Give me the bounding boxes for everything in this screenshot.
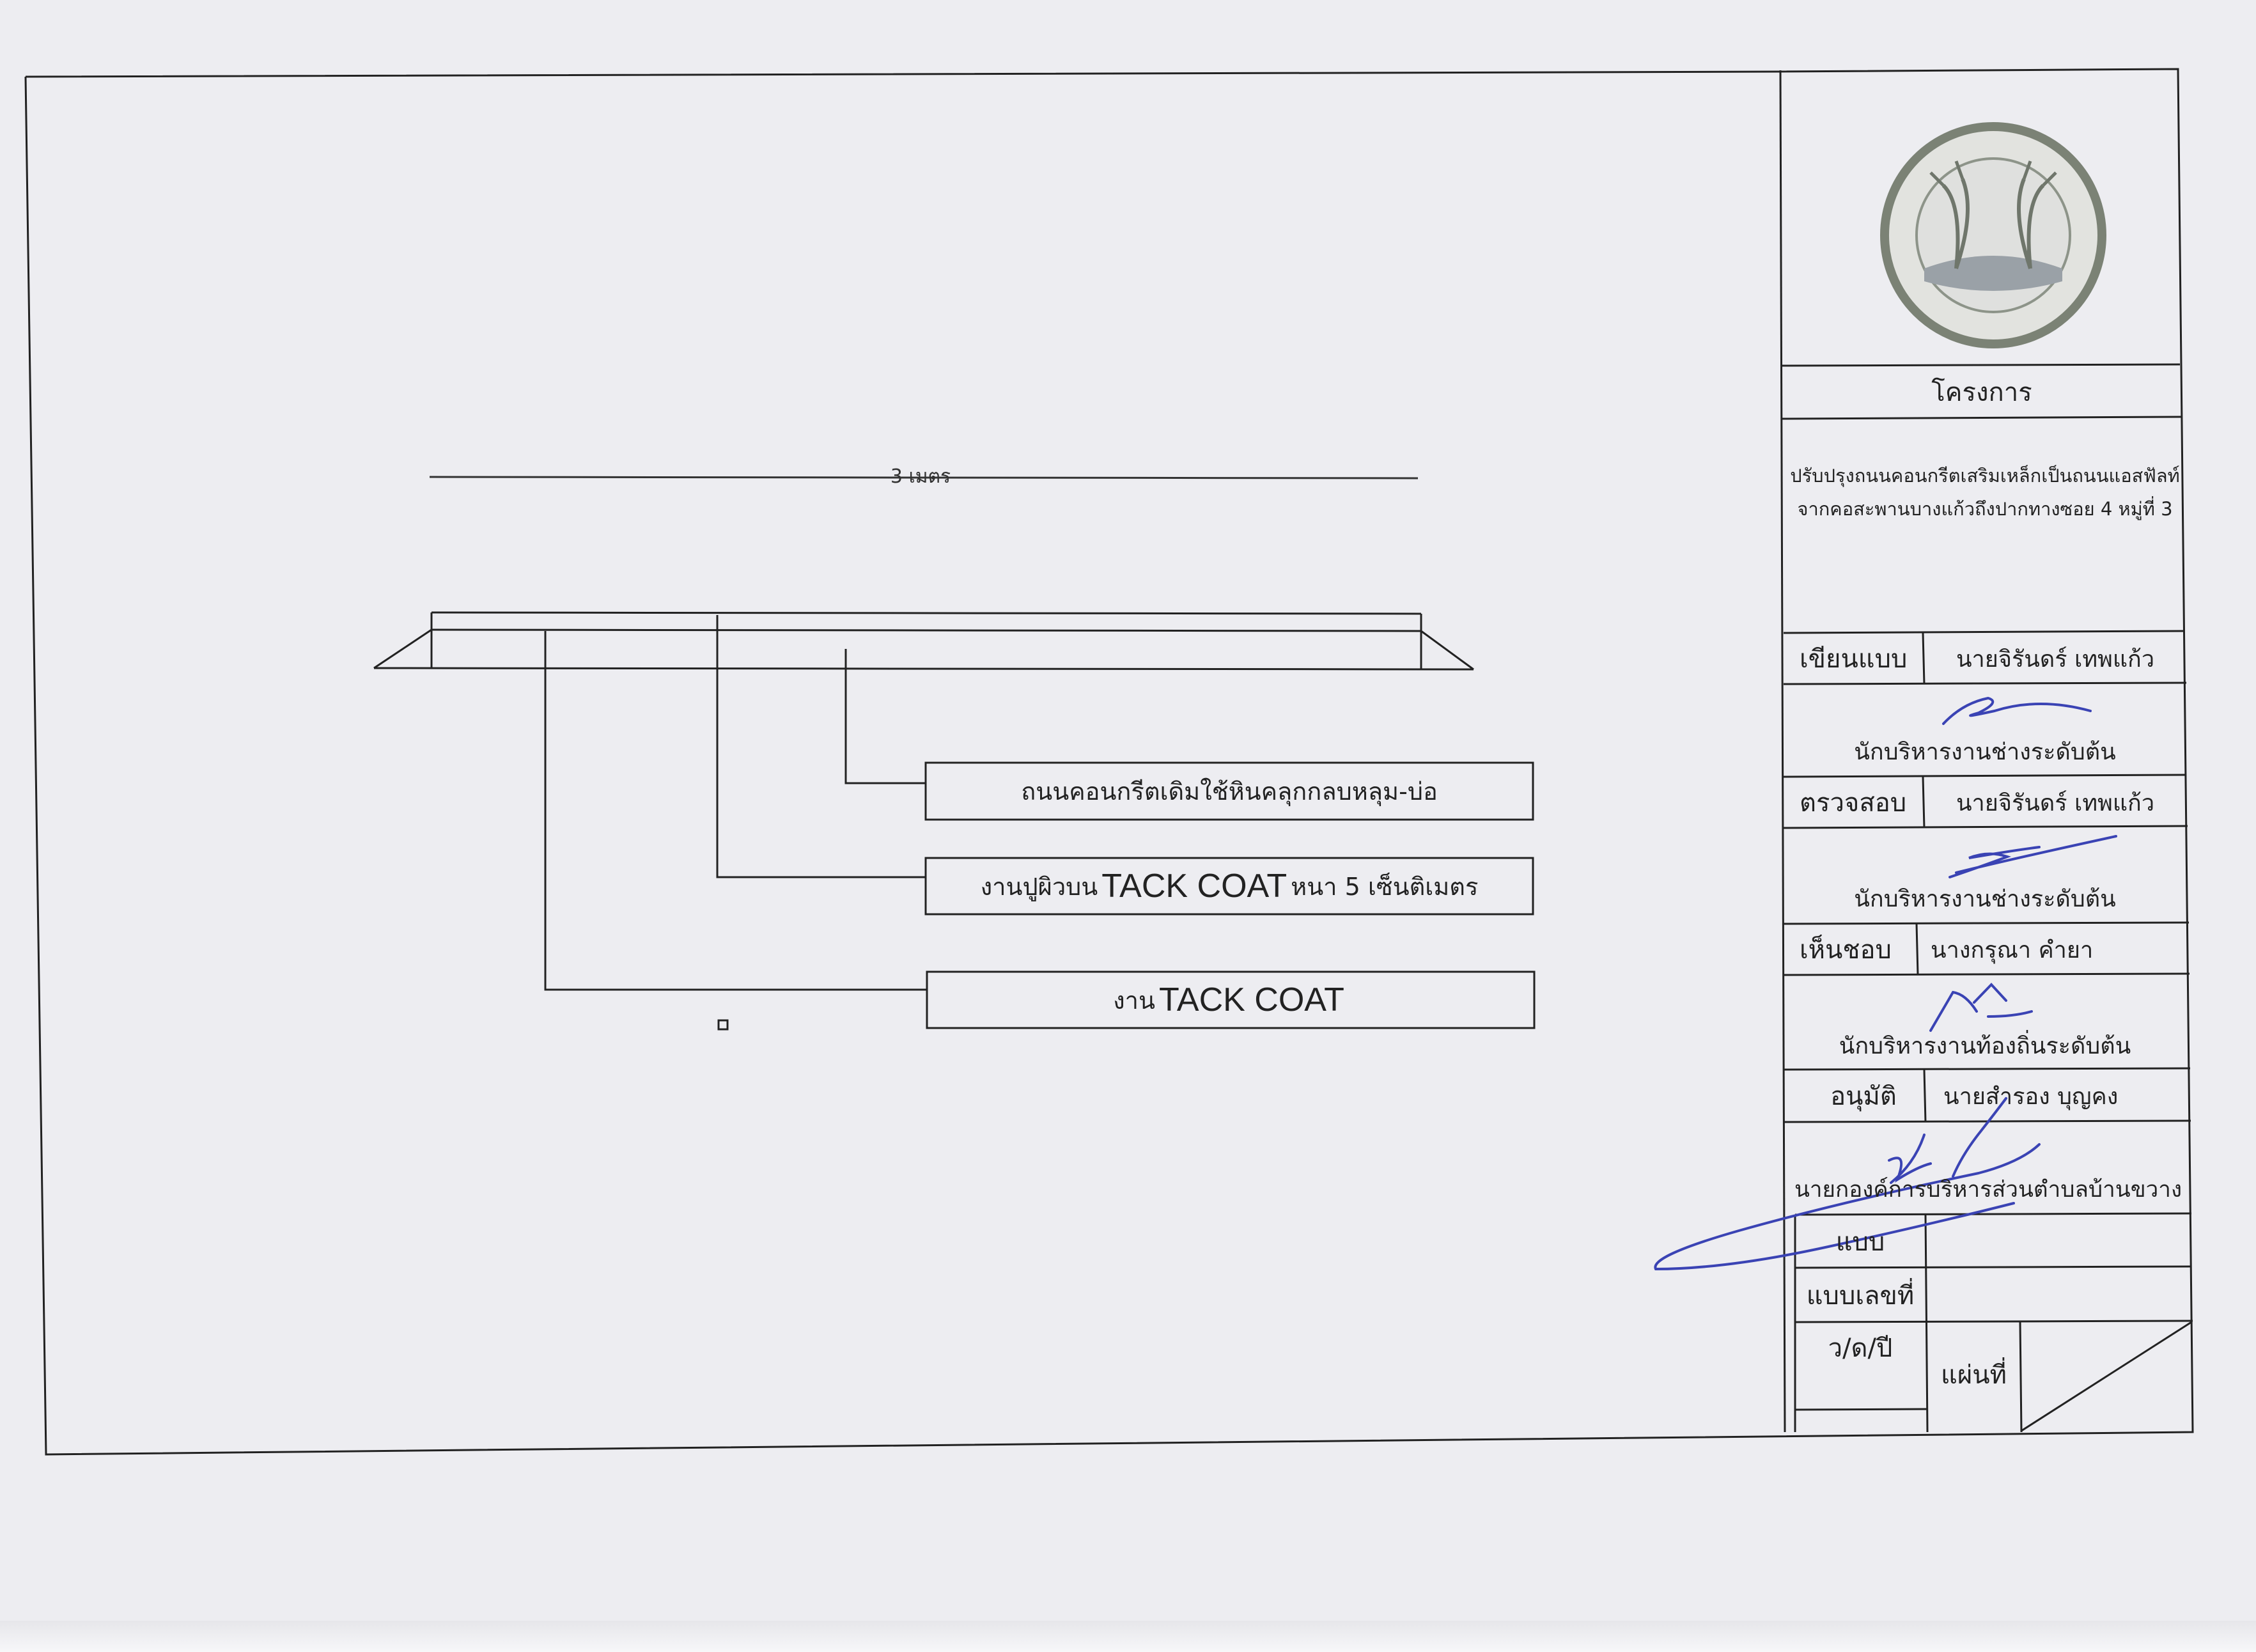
layer-label-1-pre: ถนนคอนกรีตเดิมใช้หินคลุกกลบหลุม-บ่อ [1021,777,1438,806]
plan-label: แบบ [1835,1227,1885,1257]
seal-logo [1880,122,2106,348]
title-block-grid [1779,70,2193,1433]
project-header: โครงการ [1931,378,2032,407]
name-drafted: นายจิรันดร์ เทพแก้ว [1956,646,2155,673]
name-approved: นายสำรอง บุญคง [1943,1083,2119,1110]
role-checked: ตรวจสอบ [1800,788,1907,818]
road-cross-section [373,611,1474,671]
layer-label-2-post: หนา 5 เซ็นติเมตร [1291,872,1479,901]
position-agreed: นักบริหารงานท้องถิ่นระดับต้น [1839,1032,2131,1059]
dimension-label: 3 เมตร [890,465,951,488]
layer-label-2-big: TACK COAT [1101,868,1287,905]
sheet-border [24,68,2194,1456]
layer-box-3 [926,970,1536,1029]
layer-label-2-pre: งานปูผิวบน [980,872,1098,901]
layer-label-3-big: TACK COAT [1159,981,1344,1018]
layer-box-2 [924,857,1534,916]
name-agreed: นางกรุณา คำยา [1931,937,2094,963]
layer-label-2: งานปูผิวบน TACK COAT หนา 5 เซ็นติเมตร [926,858,1533,914]
layer-label-1: ถนนคอนกรีตเดิมใช้หินคลุกกลบหลุม-บ่อ [926,763,1533,820]
project-description: ปรับปรุงถนนคอนกรีตเสริมเหล็กเป็นถนนแอสฟั… [1790,465,2180,520]
dimension-line [429,476,1419,479]
date-label: ว/ด/ปี [1828,1334,1893,1363]
leader-lines [544,615,927,991]
scan-edge [0,1621,2256,1652]
sheet-label: แผ่นที่ [1941,1360,2007,1390]
layer-label-3-pre: งาน [1113,986,1155,1015]
role-approved: อนุมัติ [1830,1082,1897,1111]
position-approved: นายกองค์การบริหารส่วนตำบลบ้านขวาง [1794,1176,2182,1203]
name-checked: นายจิรันดร์ เทพแก้ว [1956,790,2155,816]
marker-square [717,1019,729,1031]
position-checked: นักบริหารงานช่างระดับต้น [1854,885,2116,912]
layer-box-1 [924,761,1534,821]
role-drafted: เขียนแบบ [1800,644,1908,674]
plan-number-label: แบบเลขที่ [1806,1281,1915,1311]
position-drafted: นักบริหารงานช่างระดับต้น [1854,738,2116,765]
layer-label-3: งาน TACK COAT [927,972,1534,1028]
signatures [1654,696,2117,1271]
role-agreed: เห็นชอบ [1800,935,1892,965]
